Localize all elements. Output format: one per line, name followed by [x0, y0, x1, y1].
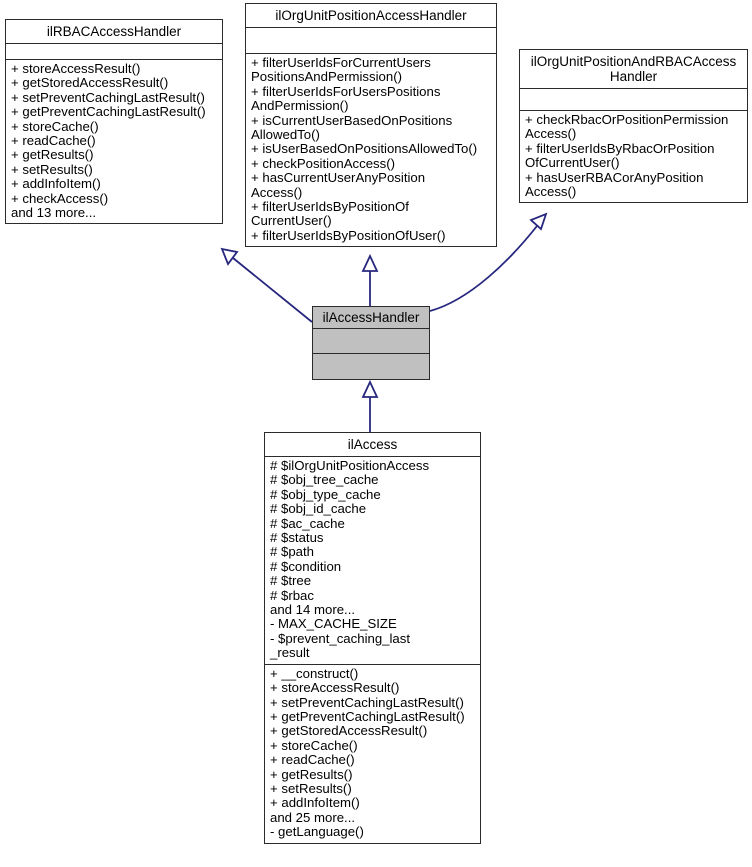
class-methods-compartment	[313, 354, 429, 379]
class-box-ilaccesshandler[interactable]: ilAccessHandler	[312, 306, 430, 380]
class-name-compartment: ilAccessHandler	[313, 307, 429, 329]
attribute-item: - $prevent_caching_last _result	[270, 630, 411, 661]
attribute-item: # $condition	[270, 558, 342, 574]
attribute-item: # $obj_type_cache	[270, 486, 381, 502]
class-box-ilaccess[interactable]: ilAccess # $ilOrgUnitPositionAccess # $o…	[264, 432, 481, 844]
class-attributes-compartment: # $ilOrgUnitPositionAccess # $obj_tree_c…	[265, 457, 480, 665]
method-item: + hasCurrentUserAnyPosition Access()	[251, 170, 426, 200]
method-item: + addInfoItem()	[11, 176, 101, 192]
class-box-ilorgunitpositionaccesshandler[interactable]: ilOrgUnitPositionAccessHandler + filterU…	[245, 3, 497, 248]
class-attributes-compartment	[520, 89, 747, 111]
class-box-ilorgunitpositionandrbacaccesshandler[interactable]: ilOrgUnitPositionAndRBACAccess Handler +…	[519, 49, 748, 204]
method-item: - getLanguage()	[270, 824, 364, 840]
method-item: + readCache()	[11, 133, 96, 149]
class-title: ilOrgUnitPositionAndRBACAccess Handler	[530, 54, 737, 84]
method-item: + getPreventCachingLastResult()	[270, 708, 465, 724]
method-list: + __construct() + storeAccessResult() + …	[270, 665, 475, 840]
attribute-item: # $obj_tree_cache	[270, 472, 379, 488]
class-attributes-compartment	[6, 44, 222, 60]
method-item: + storeAccessResult()	[11, 61, 141, 76]
method-item: + storeAccessResult()	[270, 680, 400, 696]
method-item: + getResults()	[270, 766, 353, 782]
method-item: + setPreventCachingLastResult()	[270, 694, 464, 710]
method-item: + getResults()	[11, 147, 94, 163]
attribute-item: # $ilOrgUnitPositionAccess	[270, 458, 430, 473]
method-list: + storeAccessResult() + getStoredAccessR…	[11, 61, 217, 221]
attribute-item: # $ac_cache	[270, 515, 345, 531]
class-attributes-compartment	[313, 329, 429, 354]
attribute-item: # $obj_id_cache	[270, 501, 367, 517]
attribute-item: - MAX_CACHE_SIZE	[270, 616, 397, 632]
edge-ilaccesshandler-to-ilorgunitpositionaccesshandler	[361, 253, 379, 306]
class-name-compartment: ilAccess	[265, 433, 480, 457]
method-item: + checkPositionAccess()	[251, 155, 396, 171]
class-title: ilRBACAccessHandler	[46, 24, 182, 39]
class-title: ilOrgUnitPositionAccessHandler	[275, 8, 467, 23]
method-item: + getPreventCachingLastResult()	[11, 104, 206, 120]
method-item: + isUserBasedOnPositionsAllowedTo()	[251, 141, 478, 157]
attribute-item: # $rbac	[270, 587, 314, 603]
method-item: + checkAccess()	[11, 190, 109, 206]
method-overflow-item: and 25 more...	[270, 809, 356, 825]
method-item: + filterUserIdsByPositionOfUser()	[251, 227, 446, 243]
method-list: + checkRbacOrPositionPermission Access()…	[525, 112, 742, 200]
method-item: + storeCache()	[11, 118, 99, 134]
class-box-ilrbacaccesshandler[interactable]: ilRBACAccessHandler + storeAccessResult(…	[5, 19, 223, 225]
class-methods-compartment: + storeAccessResult() + getStoredAccessR…	[6, 60, 222, 223]
method-item: + filterUserIdsForUsersPositions AndPerm…	[251, 83, 441, 114]
class-title: ilAccessHandler	[322, 310, 420, 325]
method-item: + getStoredAccessResult()	[11, 75, 169, 91]
edge-ilaccess-to-ilaccesshandler	[361, 379, 379, 432]
class-methods-compartment: + __construct() + storeAccessResult() + …	[265, 665, 480, 843]
class-methods-compartment: + checkRbacOrPositionPermission Access()…	[520, 111, 747, 202]
class-name-compartment: ilOrgUnitPositionAccessHandler	[246, 4, 496, 28]
class-attributes-compartment	[246, 28, 496, 54]
method-item: + setPreventCachingLastResult()	[11, 89, 205, 105]
attribute-list: # $ilOrgUnitPositionAccess # $obj_tree_c…	[270, 458, 475, 661]
method-item: + isCurrentUserBasedOnPositions AllowedT…	[251, 112, 453, 143]
method-item: + readCache()	[270, 752, 355, 768]
edge-ilaccesshandler-to-ilrbacaccesshandler	[220, 247, 313, 323]
method-item: + setResults()	[270, 780, 352, 796]
attribute-item: # $path	[270, 544, 314, 560]
class-name-compartment: ilRBACAccessHandler	[6, 20, 222, 44]
method-item: + getStoredAccessResult()	[270, 723, 428, 739]
attribute-overflow-item: and 14 more...	[270, 602, 356, 618]
method-overflow-item: and 13 more...	[11, 205, 97, 221]
method-item: + checkRbacOrPositionPermission Access()	[525, 112, 729, 142]
attribute-item: # $tree	[270, 573, 312, 589]
attribute-item: # $status	[270, 530, 324, 546]
method-item: + setResults()	[11, 161, 93, 177]
method-item: + __construct()	[270, 665, 359, 681]
method-item: + addInfoItem()	[270, 795, 360, 811]
class-name-compartment: ilOrgUnitPositionAndRBACAccess Handler	[520, 50, 747, 89]
method-item: + hasUserRBACorAnyPosition Access()	[525, 169, 704, 200]
method-list: + filterUserIdsForCurrentUsers Positions…	[251, 55, 491, 243]
class-title: ilAccess	[347, 437, 398, 452]
method-item: + storeCache()	[270, 737, 358, 753]
class-methods-compartment: + filterUserIdsForCurrentUsers Positions…	[246, 54, 496, 246]
method-item: + filterUserIdsForCurrentUsers Positions…	[251, 55, 431, 85]
method-item: + filterUserIdsByRbacOrPosition OfCurren…	[525, 140, 715, 171]
method-item: + filterUserIdsByPositionOf CurrentUser(…	[251, 199, 409, 229]
